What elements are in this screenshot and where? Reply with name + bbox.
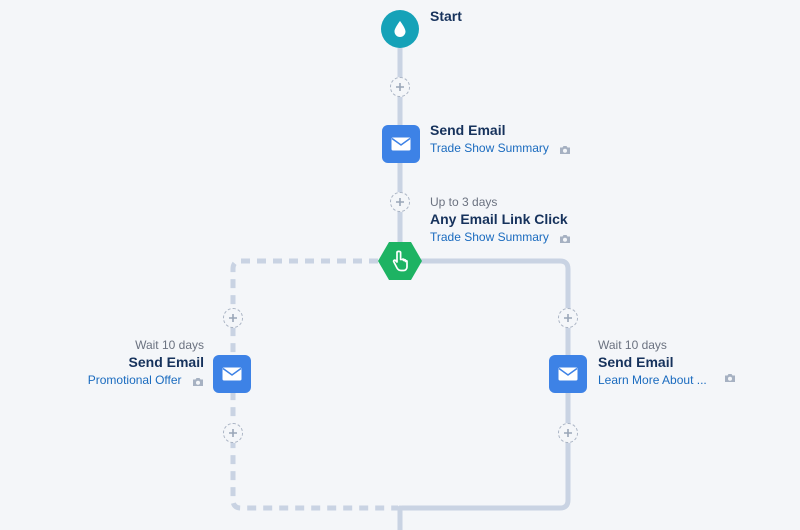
no-branch-link[interactable]: Promotional Offer	[87, 373, 182, 387]
send-email-label: Send Email Trade Show Summary	[430, 123, 571, 156]
plus-icon	[229, 314, 237, 322]
trigger-wait: Up to 3 days	[430, 195, 498, 209]
connector-yes-branch	[399, 258, 571, 511]
add-step-button[interactable]	[558, 308, 578, 328]
camera-icon[interactable]	[724, 373, 736, 383]
plus-icon	[564, 429, 572, 437]
add-step-button[interactable]	[558, 423, 578, 443]
envelope-icon	[391, 137, 411, 151]
envelope-icon	[558, 367, 578, 381]
no-branch-wait: Wait 10 days	[135, 338, 204, 352]
pointer-hand-icon	[392, 250, 408, 272]
no-branch-label: Wait 10 days Send Email Promotional Offe…	[88, 339, 204, 388]
start-label: Start	[430, 9, 462, 23]
send-email-node-no-branch[interactable]	[213, 355, 251, 393]
plus-icon	[396, 198, 404, 206]
camera-icon[interactable]	[559, 234, 571, 244]
add-step-button[interactable]	[390, 77, 410, 97]
plus-icon	[396, 83, 404, 91]
no-branch-title: Send Email	[128, 354, 204, 370]
yes-branch-label: Wait 10 days Send Email Learn More About…	[598, 339, 707, 388]
add-step-button[interactable]	[390, 192, 410, 212]
send-email-node[interactable]	[382, 125, 420, 163]
start-node[interactable]	[381, 10, 419, 48]
send-email-link[interactable]: Trade Show Summary	[430, 141, 549, 155]
plus-icon	[229, 429, 237, 437]
water-drop-icon	[394, 21, 406, 37]
connector-no-branch	[230, 258, 398, 511]
link-click-trigger-node[interactable]	[377, 241, 423, 281]
trigger-link[interactable]: Trade Show Summary	[430, 230, 549, 244]
send-email-title: Send Email	[430, 122, 506, 138]
start-title: Start	[430, 8, 462, 24]
yes-branch-wait: Wait 10 days	[598, 338, 667, 352]
trigger-title: Any Email Link Click	[430, 211, 568, 227]
camera-icon[interactable]	[559, 145, 571, 155]
send-email-node-yes-branch[interactable]	[549, 355, 587, 393]
add-step-button[interactable]	[223, 423, 243, 443]
plus-icon	[564, 314, 572, 322]
trigger-label: Up to 3 days Any Email Link Click Trade …	[430, 196, 571, 245]
camera-icon[interactable]	[192, 377, 204, 387]
yes-branch-title: Send Email	[598, 354, 674, 370]
add-step-button[interactable]	[223, 308, 243, 328]
envelope-icon	[222, 367, 242, 381]
yes-branch-link[interactable]: Learn More About ...	[598, 373, 707, 387]
hexagon-shape	[378, 242, 422, 280]
